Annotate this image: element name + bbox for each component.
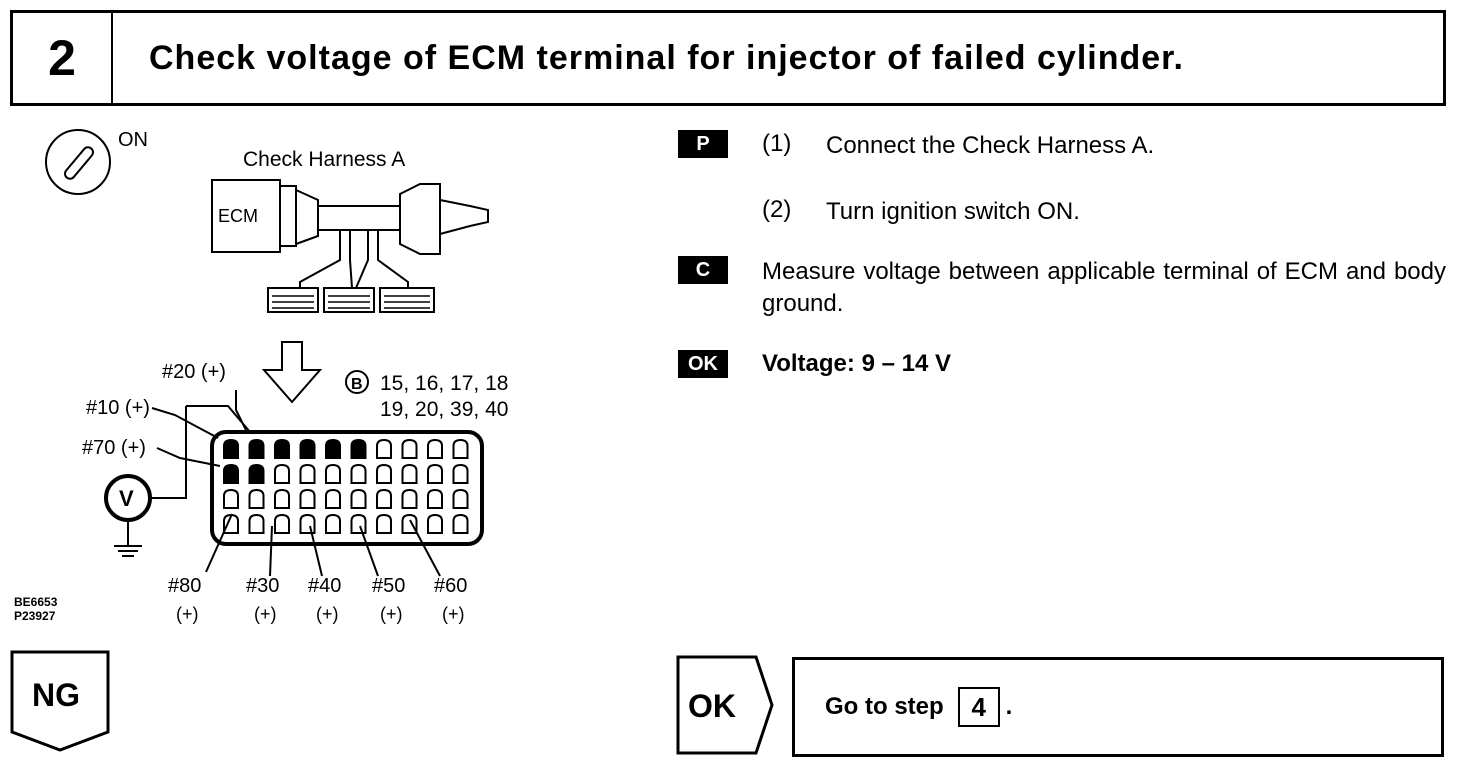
- terminal-label: #10 (+): [86, 397, 150, 419]
- connector-pin: [299, 488, 316, 509]
- step-2: (2) Turn ignition switch ON.: [678, 196, 1458, 236]
- step-number: (1): [762, 130, 792, 157]
- connector-pin: [401, 488, 418, 509]
- connector-pin: [350, 463, 367, 484]
- connector-pin: [350, 438, 367, 459]
- connector-pin: [401, 463, 418, 484]
- goto-suffix: .: [1005, 693, 1013, 720]
- step-1: P (1) Connect the Check Harness A.: [678, 130, 1458, 170]
- connector-b-icon: [345, 370, 369, 394]
- switch-on-label: ON: [118, 129, 148, 151]
- connector-pin: [427, 463, 443, 484]
- ecm-connector: [210, 430, 484, 546]
- check-text: Measure voltage between applicable termi…: [762, 258, 1446, 317]
- connector-pin: [452, 513, 469, 534]
- step-number: 2: [13, 13, 113, 103]
- connector-id: B: [351, 376, 363, 393]
- ok-badge: OK: [678, 350, 728, 378]
- pins-line-2: 19, 20, 39, 40: [380, 398, 508, 421]
- connector-pin: [325, 513, 341, 534]
- connector-pin: [299, 463, 316, 484]
- connector-pin: [248, 463, 265, 484]
- terminal-sign: (+): [254, 604, 277, 624]
- terminal-label: #50: [372, 575, 405, 597]
- procedure-badge: P: [678, 130, 728, 158]
- connector-pin: [452, 463, 469, 484]
- terminal-label: #30: [246, 575, 279, 597]
- connector-pin: [299, 513, 316, 534]
- figure-code: BE6653: [14, 595, 58, 609]
- connector-pin: [325, 463, 341, 484]
- step-header: 2 Check voltage of ECM terminal for inje…: [10, 10, 1446, 106]
- connector-pins: [223, 438, 469, 534]
- ok-result: OK: [676, 655, 776, 764]
- connector-pin: [223, 488, 239, 509]
- step-number: (2): [762, 196, 792, 223]
- step-title: Check voltage of ECM terminal for inject…: [149, 38, 1184, 77]
- connector-pin: [452, 488, 469, 509]
- check-step: C Measure voltage between applicable ter…: [678, 256, 1458, 326]
- terminal-label: #40: [308, 575, 341, 597]
- terminal-sign: (+): [316, 604, 339, 624]
- terminal-label: #80: [168, 575, 201, 597]
- connector-pin: [376, 438, 392, 459]
- ng-result: NG: [10, 650, 112, 759]
- voltmeter-symbol: V: [119, 486, 134, 511]
- connector-pin: [299, 438, 316, 459]
- connector-pin: [376, 513, 392, 534]
- ok-criteria: OK Voltage: 9 – 14 V: [678, 350, 1458, 390]
- connector-pin: [350, 513, 367, 534]
- connector-pin: [427, 488, 443, 509]
- check-badge: C: [678, 256, 728, 284]
- connector-pin: [452, 438, 469, 459]
- connector-pin: [401, 438, 418, 459]
- check-harness-icon: [211, 179, 489, 313]
- connector-pin: [248, 513, 265, 534]
- ground-icon: [114, 520, 142, 557]
- ecm-label: ECM: [218, 206, 258, 226]
- connector-pin: [274, 438, 290, 459]
- diagram-svg: ON Check Harness A ECM B 15, 16, 17, 18 …: [14, 129, 508, 624]
- goto-box: Go to step 4 .: [792, 657, 1444, 757]
- terminal-label: #20 (+): [162, 361, 226, 383]
- figure-code: P23927: [14, 609, 56, 623]
- connector-pin: [427, 513, 443, 534]
- connector-pin: [376, 488, 392, 509]
- down-arrow-icon: [261, 341, 323, 404]
- connector-pin: [223, 438, 239, 459]
- connector-pin: [401, 513, 418, 534]
- goto-step-link[interactable]: 4: [957, 687, 1000, 727]
- ignition-switch-icon: [45, 129, 111, 195]
- connector-pin: [248, 488, 265, 509]
- harness-label: Check Harness A: [243, 148, 405, 171]
- ng-label: NG: [32, 677, 80, 713]
- connector-pin: [376, 463, 392, 484]
- goto-text: Go to step: [825, 693, 944, 720]
- connector-pin: [274, 463, 290, 484]
- step-text: Connect the Check Harness A.: [826, 132, 1155, 159]
- connector-pin: [274, 513, 290, 534]
- leader-lines: [151, 390, 441, 577]
- connector-pin: [325, 488, 341, 509]
- connector-pin: [427, 438, 443, 459]
- connector-pin: [248, 438, 265, 459]
- connector-pin: [350, 488, 367, 509]
- voltage-spec: Voltage: 9 – 14 V: [762, 350, 951, 377]
- step-text: Turn ignition switch ON.: [826, 198, 1080, 225]
- connector-pin: [325, 438, 341, 459]
- terminal-label: #60: [434, 575, 467, 597]
- ok-label: OK: [688, 688, 736, 724]
- terminal-sign: (+): [176, 604, 199, 624]
- terminal-sign: (+): [442, 604, 465, 624]
- connector-pin: [274, 488, 290, 509]
- connector-pin: [223, 463, 239, 484]
- wiring-diagram: ON Check Harness A ECM B 15, 16, 17, 18 …: [0, 110, 660, 640]
- terminal-label: #70 (+): [82, 437, 146, 459]
- terminal-sign: (+): [380, 604, 403, 624]
- pins-line-1: 15, 16, 17, 18: [380, 372, 508, 395]
